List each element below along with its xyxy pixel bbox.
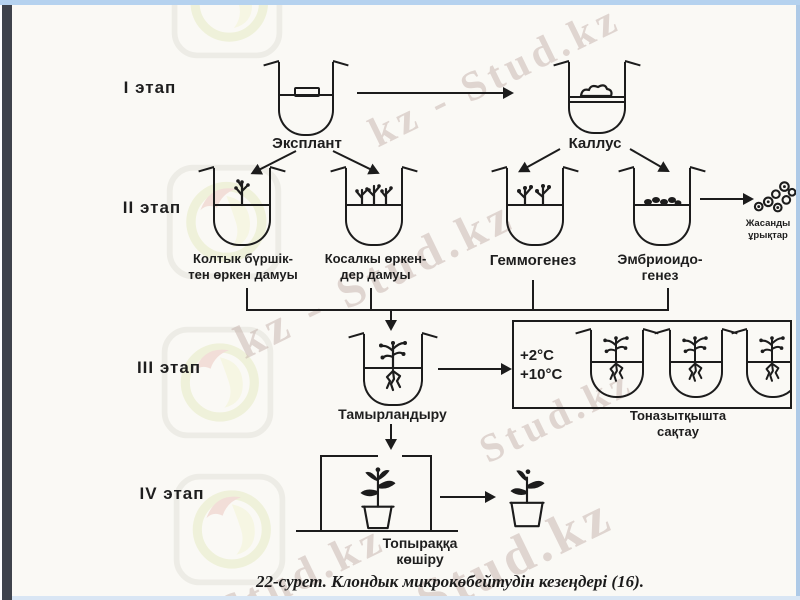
explant-piece-icon — [294, 87, 320, 97]
shoots-plant-icon — [351, 176, 397, 211]
gemmogenesis-label: Геммогенез — [489, 252, 577, 269]
studkz-logo-icon — [160, 325, 275, 440]
explant-vessel — [278, 62, 334, 136]
paper-background — [12, 5, 796, 596]
stage-3-label: III этап — [136, 358, 202, 377]
connector-stub-1 — [246, 288, 248, 311]
artificial-seeds-icon — [750, 178, 797, 223]
window-frame-right — [796, 5, 800, 600]
axillary-shoot-label: Колтык бүршік- тен өркен дамуы — [188, 251, 298, 282]
studkz-logo-icon — [172, 472, 287, 587]
connector-stub-2 — [370, 288, 372, 311]
connector-horizontal-line — [246, 309, 669, 311]
stored-vessel-1 — [590, 330, 644, 398]
embryoids-icon — [641, 194, 683, 213]
stage-2-label: II этап — [122, 198, 182, 217]
media-line — [748, 361, 790, 363]
rooted-plant-icon — [371, 335, 415, 402]
arrow-down-to-soil — [385, 424, 397, 450]
window-frame-top — [0, 0, 800, 5]
studkz-logo-icon — [170, 0, 284, 60]
transfer-box-bottom — [296, 530, 458, 532]
axillary-shoot-vessel — [213, 168, 271, 246]
stored-vessel-3 — [746, 330, 790, 398]
rooting-vessel — [363, 334, 423, 406]
transfer-box-right — [430, 455, 432, 532]
window-frame-left — [2, 5, 12, 600]
potted-plant-icon — [338, 458, 414, 537]
transfer-box-top-left — [320, 455, 378, 457]
stage-4-label: IV этап — [139, 484, 205, 503]
adventitious-shoot-vessel — [345, 168, 403, 246]
rooted-plant-icon — [675, 330, 715, 393]
adventitious-shoot-label: Косалкы өркен- дер дамуы — [324, 251, 427, 282]
media-line — [508, 204, 562, 206]
callus-label: Каллус — [568, 135, 622, 152]
final-potted-plant-icon — [498, 460, 556, 537]
rooting-label: Тамырландыру — [338, 406, 447, 422]
fridge-storage-label: Тоназытқышта сақтау — [629, 408, 727, 439]
media-line — [671, 361, 721, 363]
buds-plant-icon — [513, 178, 557, 211]
rooted-plant-icon — [596, 330, 636, 393]
transfer-box-left — [320, 455, 322, 532]
connector-stub-4 — [667, 288, 669, 311]
window-frame-bottom — [12, 596, 800, 600]
embryoidogenesis-label: Эмбриоидо- генез — [617, 251, 703, 283]
artificial-seeds-label: Жасанды ұрықтар — [745, 218, 791, 241]
media-line — [635, 204, 689, 206]
arrow-to-final-plant — [440, 491, 496, 503]
stage-1-label: I этап — [123, 78, 177, 97]
transfer-box-top-right — [402, 455, 432, 457]
figure-caption: 22-сурет. Клондык микрокөбейтудін кезеңд… — [256, 572, 644, 591]
temperature-label: +2°C +10°C — [520, 347, 563, 383]
rooted-plant-icon — [752, 330, 790, 393]
stored-vessel-2 — [669, 330, 723, 398]
arrow-down-to-rooting — [385, 311, 397, 331]
connector-stub-3 — [532, 280, 534, 311]
arrow-explant-to-callus — [357, 87, 514, 99]
media-line — [570, 101, 624, 103]
gemmogenesis-vessel — [506, 168, 564, 246]
shoot-plant-icon — [227, 173, 257, 212]
soil-transfer-label: Топыраққа көшіру — [382, 535, 458, 567]
callus-icon — [578, 81, 614, 103]
arrow-rooting-to-fridge — [438, 363, 512, 375]
embryoidogenesis-vessel — [633, 168, 691, 246]
refrigerator-box: +2°C +10°C — [512, 320, 792, 409]
arrow-to-artificial-seeds — [700, 193, 754, 205]
callus-vessel — [568, 62, 626, 134]
media-line — [592, 361, 642, 363]
explant-label: Эксплант — [272, 135, 342, 152]
